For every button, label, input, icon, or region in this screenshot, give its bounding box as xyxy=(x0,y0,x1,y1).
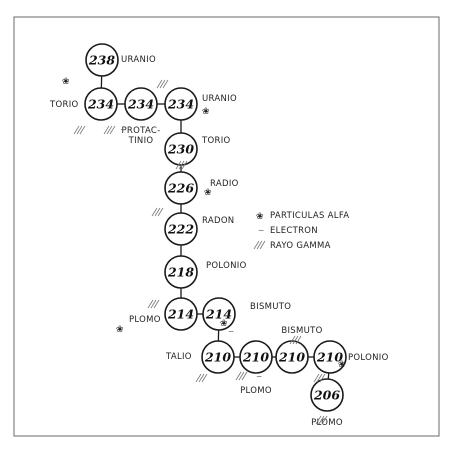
nucleus-circle xyxy=(164,255,198,289)
nucleus-circle xyxy=(164,297,198,331)
element-label: TALIO xyxy=(165,352,192,362)
nucleus-node: 214 xyxy=(164,297,198,331)
mass-number: 226 xyxy=(167,181,194,196)
nucleus-circle xyxy=(85,43,119,77)
electron-icon: − xyxy=(228,327,234,336)
nucleus-node: 226 xyxy=(164,171,198,205)
mass-number: 210 xyxy=(242,350,269,365)
nucleus-circle xyxy=(310,378,344,412)
nucleus-circle xyxy=(164,212,198,246)
element-label: POLONIO xyxy=(206,261,247,271)
alpha-particle-icon: ❀ xyxy=(202,107,210,117)
gamma-ray-icon xyxy=(315,415,328,425)
legend-gamma-label: RAYO GAMMA xyxy=(270,241,331,251)
gamma-ray-icon xyxy=(151,207,164,217)
nucleus-circle xyxy=(164,132,198,166)
element-label: URANIO xyxy=(121,55,156,65)
electron-icon: − xyxy=(120,125,126,134)
gamma-ray-icon xyxy=(103,125,116,135)
gamma-ray-icon xyxy=(235,371,248,381)
element-label: PLOMO xyxy=(240,386,272,396)
legend-alpha-label: PARTICULAS ALFA xyxy=(270,211,349,221)
nucleus-circle xyxy=(202,297,236,331)
nucleus-circle xyxy=(164,87,198,121)
element-label: PLOMO xyxy=(129,315,161,325)
nucleus-node: 214 xyxy=(202,297,236,331)
frame-border xyxy=(13,16,440,437)
mass-number: 214 xyxy=(205,307,232,322)
element-label: PROTAC- xyxy=(121,126,160,136)
mass-number: 210 xyxy=(278,350,305,365)
element-label: BISMUTO xyxy=(281,326,322,336)
gamma-ray-icon xyxy=(156,79,169,89)
nucleus-circle xyxy=(201,340,235,374)
element-label: TORIO xyxy=(201,136,231,146)
gamma-ray-icon xyxy=(175,160,188,170)
nucleus-circle xyxy=(164,171,198,205)
element-label: POLONIO xyxy=(348,353,389,363)
element-label: BISMUTO xyxy=(250,302,291,312)
nucleus-circle xyxy=(124,87,158,121)
mass-number: 234 xyxy=(167,97,194,112)
mass-number: 230 xyxy=(167,142,194,157)
mass-number: 214 xyxy=(167,307,194,322)
nucleus-node: 210 xyxy=(239,340,273,374)
element-label: TORIO xyxy=(49,100,79,110)
gamma-ray-icon xyxy=(147,299,160,309)
gamma-ray-icon xyxy=(289,335,302,345)
mass-number: 206 xyxy=(313,388,340,403)
alpha-particle-icon: ❀ xyxy=(256,212,264,222)
nucleus-circle xyxy=(313,340,347,374)
alpha-particle-icon: ❀ xyxy=(116,325,124,335)
gamma-ray-icon xyxy=(313,373,326,383)
element-label: URANIO xyxy=(202,94,237,104)
nucleus-node: 230 xyxy=(164,132,198,166)
nucleus-node: 206 xyxy=(310,378,344,412)
gamma-ray-icon xyxy=(73,125,86,135)
mass-number: 234 xyxy=(87,97,114,112)
nucleus-node: 238 xyxy=(85,43,119,77)
gamma-ray-icon xyxy=(195,373,208,383)
nucleus-node: 218 xyxy=(164,255,198,289)
element-label: PLOMO xyxy=(311,418,343,428)
nucleus-node: 234 xyxy=(84,87,118,121)
mass-number: 218 xyxy=(167,265,194,280)
mass-number: 222 xyxy=(167,222,194,237)
electron-icon: − xyxy=(258,226,264,235)
element-label: RADIO xyxy=(210,179,239,189)
alpha-particle-icon: ❀ xyxy=(204,188,212,198)
element-label: TINIO xyxy=(128,136,154,146)
nucleus-node: 234 xyxy=(164,87,198,121)
mass-number: 234 xyxy=(127,97,154,112)
legend-beta-label: ELECTRON xyxy=(270,226,318,236)
nucleus-circle xyxy=(239,340,273,374)
electron-icon: − xyxy=(256,372,262,381)
mass-number: 210 xyxy=(204,350,231,365)
alpha-particle-icon: ❀ xyxy=(220,319,228,329)
mass-number: 238 xyxy=(88,53,115,68)
alpha-particle-icon: ❀ xyxy=(62,77,70,87)
nucleus-node: 210 xyxy=(275,340,309,374)
alpha-particle-icon: ❀ xyxy=(338,360,346,370)
element-label: RADON xyxy=(202,216,234,226)
nucleus-node: 222 xyxy=(164,212,198,246)
nucleus-node: 210 xyxy=(313,340,347,374)
nucleus-circle xyxy=(84,87,118,121)
nucleus-node: 210 xyxy=(201,340,235,374)
gamma-ray-icon xyxy=(253,240,266,250)
nucleus-node: 234 xyxy=(124,87,158,121)
legend: ❀ PARTICULAS ALFA−ELECTRON RAYO GAMMA xyxy=(253,211,349,251)
mass-number: 210 xyxy=(316,350,343,365)
